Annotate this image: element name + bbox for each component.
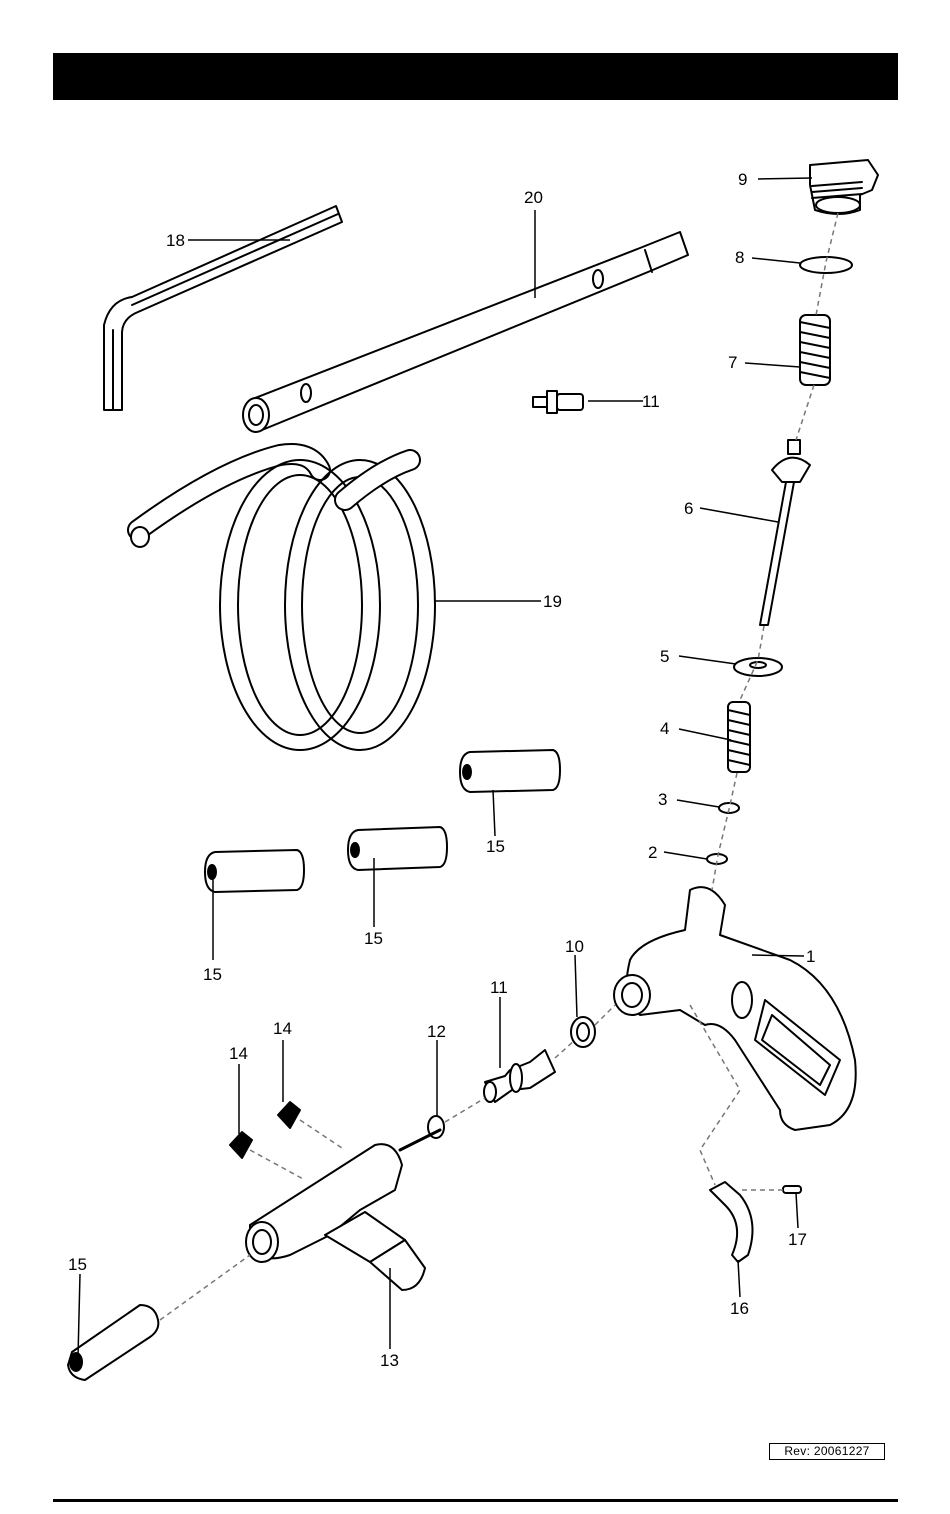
- footer-rule: [53, 1499, 898, 1502]
- part-4-spring: [728, 702, 750, 772]
- callout-14-upper: 14: [273, 1019, 292, 1038]
- callout-9: 9: [738, 170, 747, 189]
- part-16-trigger: [710, 1182, 753, 1262]
- part-10-ring: [571, 1017, 595, 1047]
- callout-20: 20: [524, 188, 543, 207]
- callout-11-top: 11: [642, 392, 660, 411]
- callout-15-d: 15: [68, 1255, 87, 1274]
- callout-2: 2: [648, 843, 657, 862]
- callout-18: 18: [166, 231, 185, 250]
- part-15-nozzle-b: [348, 827, 447, 870]
- part-11-fitting-mid: [484, 1050, 555, 1102]
- part-1-gun-body: [614, 887, 856, 1130]
- part-11-fitting-top: [533, 391, 583, 413]
- part-15-nozzle-c: [205, 850, 304, 892]
- revision-label: Rev: 20061227: [769, 1443, 885, 1460]
- part-14-plug-a: [278, 1102, 300, 1128]
- callout-13: 13: [380, 1351, 399, 1370]
- part-17-pin: [783, 1186, 801, 1193]
- part-19-coiled-hose: [131, 454, 435, 750]
- callout-15-a: 15: [486, 837, 505, 856]
- callout-12: 12: [427, 1022, 446, 1041]
- callout-1: 1: [806, 947, 815, 966]
- part-9-cap: [810, 160, 878, 214]
- callout-5: 5: [660, 647, 669, 666]
- part-5-washer: [734, 658, 782, 676]
- part-7-spring: [800, 315, 830, 385]
- callout-19: 19: [543, 592, 562, 611]
- callout-14-lower: 14: [229, 1044, 248, 1063]
- callout-6: 6: [684, 499, 693, 518]
- callout-17: 17: [788, 1230, 807, 1249]
- callout-7: 7: [728, 353, 737, 372]
- part-15-nozzle-d: [68, 1305, 158, 1380]
- callout-3: 3: [658, 790, 667, 809]
- callout-10: 10: [565, 937, 584, 956]
- part-15-nozzle-a: [460, 750, 560, 792]
- callout-4: 4: [660, 719, 669, 738]
- part-13-pickup-body: [246, 1130, 440, 1290]
- callout-15-c: 15: [203, 965, 222, 984]
- callout-16: 16: [730, 1299, 749, 1318]
- callout-8: 8: [735, 248, 744, 267]
- callout-15-b: 15: [364, 929, 383, 948]
- part-14-plug-b: [230, 1132, 252, 1158]
- callout-11-mid: 11: [490, 978, 508, 997]
- part-20-tube: [243, 232, 688, 432]
- part-6-needle: [760, 440, 810, 625]
